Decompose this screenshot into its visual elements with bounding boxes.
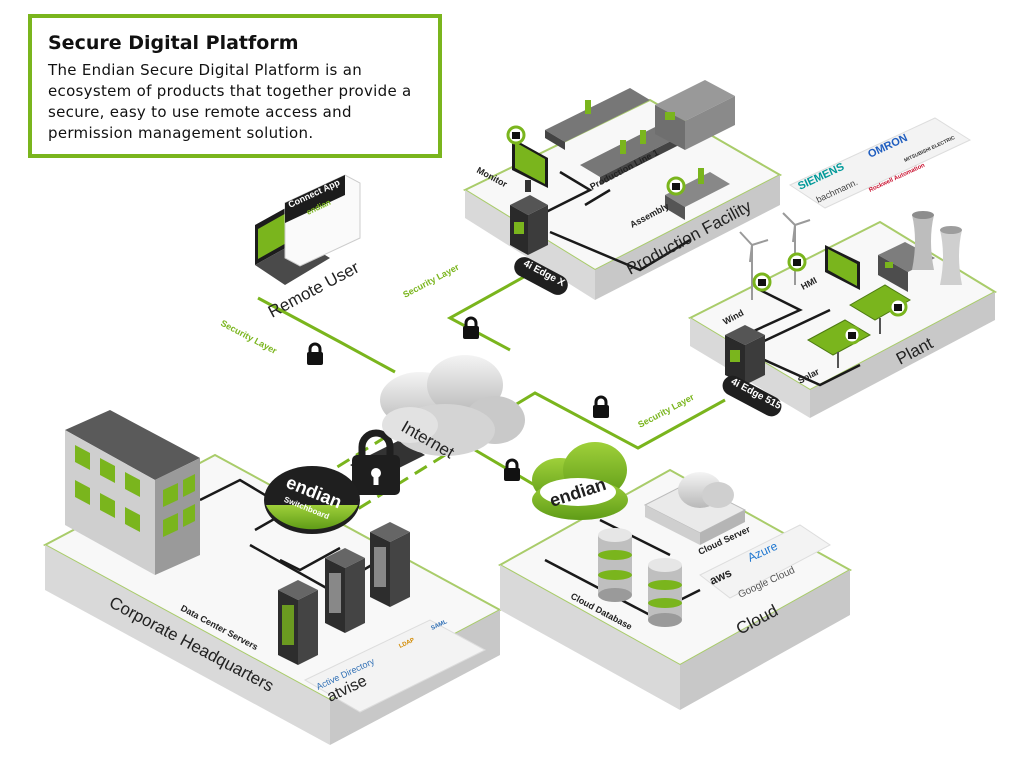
connect-app-card: [284, 174, 361, 267]
security-layer-label: Security Layer: [219, 318, 279, 356]
shield-icon: [787, 252, 807, 272]
wind-turbine-icon: [739, 212, 811, 300]
lock-icon: [593, 395, 609, 418]
machinery-icon: [655, 80, 735, 150]
security-layer-label: Security Layer: [401, 262, 461, 300]
server-rack-icon: [325, 548, 365, 633]
database-icon: [648, 558, 682, 627]
vendor-card-corporate: [303, 619, 487, 713]
edge-515-device-icon: [725, 325, 765, 385]
shield-icon: [752, 272, 772, 292]
database-icon: [598, 528, 632, 602]
edge-x-device-tag: [514, 257, 568, 295]
edge-x-device-icon: [510, 195, 548, 255]
hmi-monitor-icon: [825, 245, 860, 290]
lock-icon: [307, 342, 323, 365]
lock-icon: [504, 458, 520, 481]
assembly-icon: [665, 168, 730, 220]
server-rack-icon: [278, 580, 318, 665]
vendor-card-cloud: [699, 524, 831, 599]
office-building-icon: [65, 410, 200, 575]
big-lock-icon: [350, 429, 425, 495]
edge-515-device-tag: [722, 375, 782, 417]
power-plant-icon: [878, 211, 962, 292]
shield-icon: [506, 125, 526, 145]
lock-icon: [463, 316, 479, 339]
internet-cloud: [380, 355, 525, 456]
page-description: The Endian Secure Digital Platform is an…: [48, 61, 412, 142]
switchboard-badge: [264, 466, 360, 534]
server-rack-icon: [370, 522, 410, 607]
vendor-card-plant: [788, 117, 972, 209]
security-layer-label: Security Layer: [636, 392, 696, 430]
endian-cloud-icon: [532, 442, 628, 520]
info-box: Secure Digital Platform The Endian Secur…: [28, 14, 442, 158]
monitor-icon: [512, 138, 548, 192]
page-title: Secure Digital Platform: [48, 32, 299, 54]
shield-icon: [888, 297, 908, 317]
shield-icon: [842, 325, 862, 345]
cloud-server-icon: [643, 472, 747, 545]
shield-icon: [666, 176, 686, 196]
